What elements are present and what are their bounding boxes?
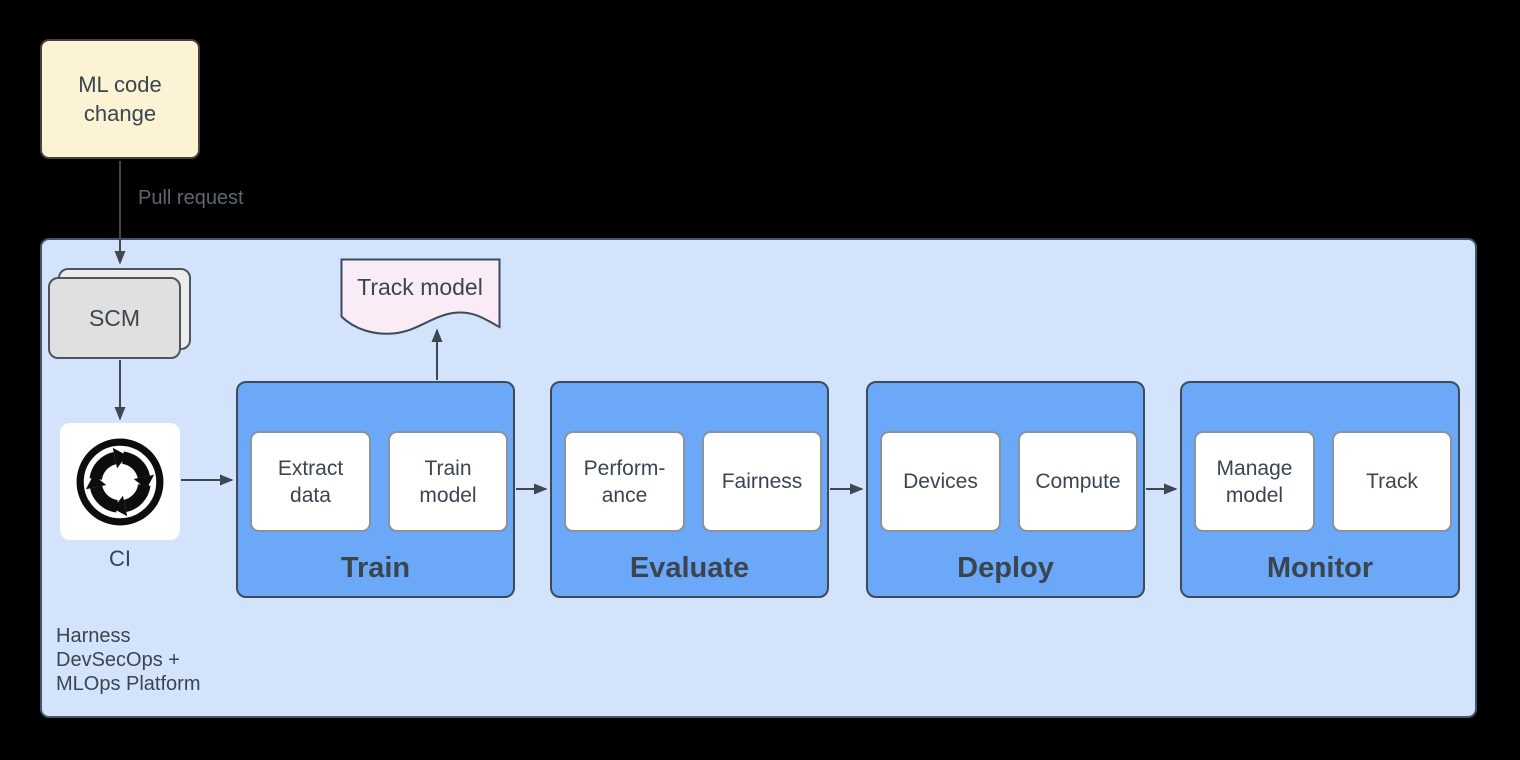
step-extract-data: Extract data [250,431,371,532]
stage-title-evaluate: Evaluate [629,552,750,584]
continuous-integration-cycle-icon [76,438,164,525]
step-manage-model: Manage model [1194,431,1315,532]
step-compute: Compute [1018,431,1138,532]
ci-node [60,423,180,540]
stage-title-monitor: Monitor [1266,552,1374,584]
platform-label: Harness DevSecOps + MLOps Platform [56,625,201,695]
step-train-model: Train model [388,431,508,532]
pull-request-label: Pull request [138,187,244,209]
stage-title-deploy: Deploy [957,552,1054,584]
ml-code-change-node: ML code change [40,39,200,159]
stage-deploy: Devices Compute Deploy [866,381,1145,598]
step-performance: Perform- ance [564,431,685,532]
track-model-document-shape [340,258,501,335]
track-model-label: Track model [357,274,483,300]
stage-title-train: Train [340,552,411,584]
stage-evaluate: Perform- ance Fairness Evaluate [550,381,829,598]
stage-monitor: Manage model Track Monitor [1180,381,1460,598]
step-track: Track [1332,431,1452,532]
step-devices: Devices [880,431,1001,532]
step-fairness: Fairness [702,431,822,532]
ci-label: CI [109,546,131,571]
stage-train: Extract data Train model Train [236,381,515,598]
scm-node: SCM [48,277,181,359]
